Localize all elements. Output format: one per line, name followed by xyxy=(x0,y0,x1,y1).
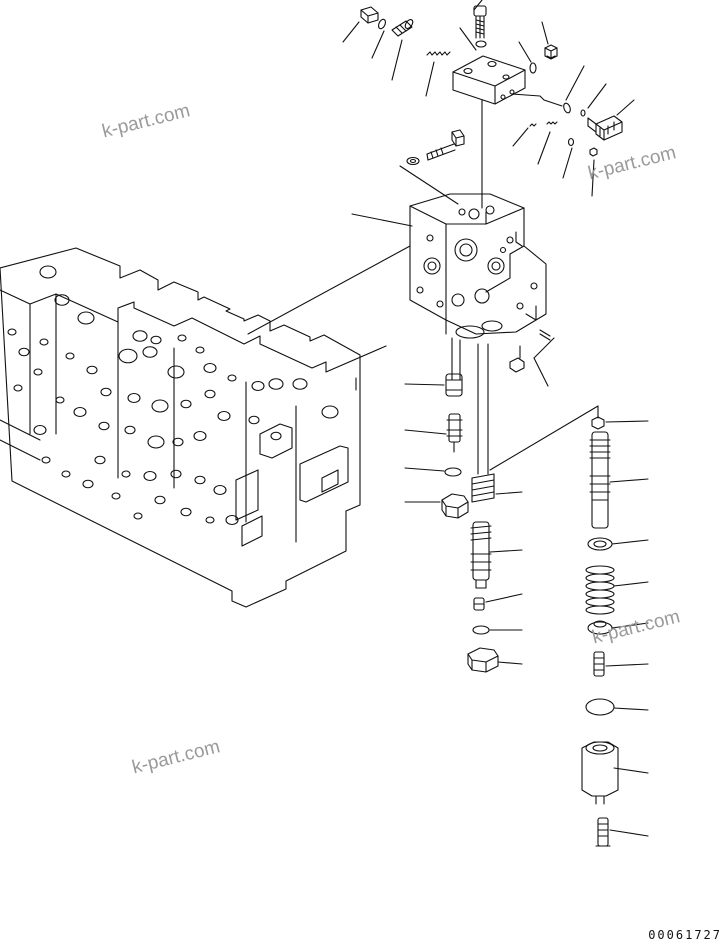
nut-part xyxy=(591,416,605,430)
port-hole xyxy=(321,405,339,419)
washer-part xyxy=(406,156,420,166)
port-hole xyxy=(100,387,112,397)
port-hole xyxy=(292,378,308,390)
long-bolt-assembly xyxy=(399,99,483,209)
port-hole xyxy=(127,392,141,404)
port-hole xyxy=(147,435,165,449)
port-hole xyxy=(213,484,227,496)
port-hole xyxy=(61,470,71,478)
port-hole xyxy=(225,514,239,526)
drawing-number: 00061727 xyxy=(648,928,722,942)
top-block-assembly xyxy=(342,0,635,197)
port-hole xyxy=(82,479,94,489)
port-hole xyxy=(73,406,87,418)
port-hole xyxy=(133,512,143,520)
valve-block-part xyxy=(452,55,526,105)
port-hole xyxy=(167,365,185,379)
port-hole xyxy=(124,425,136,435)
plug-part xyxy=(467,647,499,673)
port-hole xyxy=(41,456,51,464)
port-hole xyxy=(77,311,95,325)
port-hole xyxy=(33,424,47,436)
port-hole xyxy=(193,430,207,442)
port-hole xyxy=(18,347,30,357)
port-hole xyxy=(154,495,166,505)
port-hole xyxy=(65,352,75,360)
plug-part xyxy=(544,44,558,60)
cap-part xyxy=(581,741,619,805)
port-hole xyxy=(204,389,216,399)
port-hole xyxy=(33,368,43,376)
port-hole xyxy=(194,475,206,485)
bolt-part xyxy=(593,651,605,677)
left-spool-column xyxy=(404,337,469,519)
port-hole xyxy=(98,421,110,431)
port-hole xyxy=(39,338,49,346)
port-hole xyxy=(7,328,17,336)
plug-part xyxy=(441,493,469,519)
stopper-part xyxy=(473,597,485,611)
port-hole xyxy=(195,346,205,354)
port-hole xyxy=(39,265,57,279)
spring-part xyxy=(426,51,451,56)
port-hole xyxy=(180,399,192,409)
port-hole xyxy=(151,399,169,413)
o-ring-part xyxy=(444,467,462,477)
o-ring-part xyxy=(472,625,490,635)
port-hole xyxy=(248,415,260,425)
bolt-part xyxy=(473,5,487,39)
spring-part xyxy=(471,473,495,503)
threaded-fitting-part xyxy=(587,115,623,141)
far-right-column xyxy=(581,405,649,847)
port-hole xyxy=(143,470,157,482)
washer-part xyxy=(587,537,613,551)
port-hole xyxy=(177,334,187,342)
port-hole xyxy=(118,348,138,364)
port-hole xyxy=(54,294,70,306)
port-hole xyxy=(55,396,65,404)
check-valve-part xyxy=(446,413,463,453)
port-hole xyxy=(142,346,158,358)
port-hole xyxy=(180,507,192,517)
plug-part xyxy=(360,6,379,24)
spring-part xyxy=(585,565,615,615)
port-hole xyxy=(13,384,23,392)
section-valve-body xyxy=(351,193,555,387)
spool-part xyxy=(470,521,492,589)
port-hole xyxy=(86,365,98,375)
port-hole xyxy=(217,410,231,422)
port-hole xyxy=(150,335,162,345)
piston-part xyxy=(445,373,463,397)
o-ring-part xyxy=(378,18,386,30)
bolt-part xyxy=(595,817,611,847)
port-hole xyxy=(203,362,217,374)
port-hole xyxy=(121,470,131,478)
o-ring-part xyxy=(585,698,615,716)
port-hole xyxy=(251,380,265,392)
port-hole xyxy=(132,330,148,342)
port-hole xyxy=(268,378,284,390)
right-spool-column xyxy=(467,343,599,673)
valve-port-holes xyxy=(7,265,339,526)
port-hole xyxy=(205,516,215,524)
washer-part xyxy=(475,40,487,48)
port-hole xyxy=(227,374,237,382)
spool-part xyxy=(589,431,611,529)
port-hole xyxy=(111,492,121,500)
port-hole xyxy=(170,469,182,479)
fitting-part xyxy=(391,19,414,37)
port-hole xyxy=(94,455,106,465)
port-hole xyxy=(172,437,184,447)
port-hole xyxy=(270,431,282,441)
main-valve-assembly xyxy=(0,245,411,608)
